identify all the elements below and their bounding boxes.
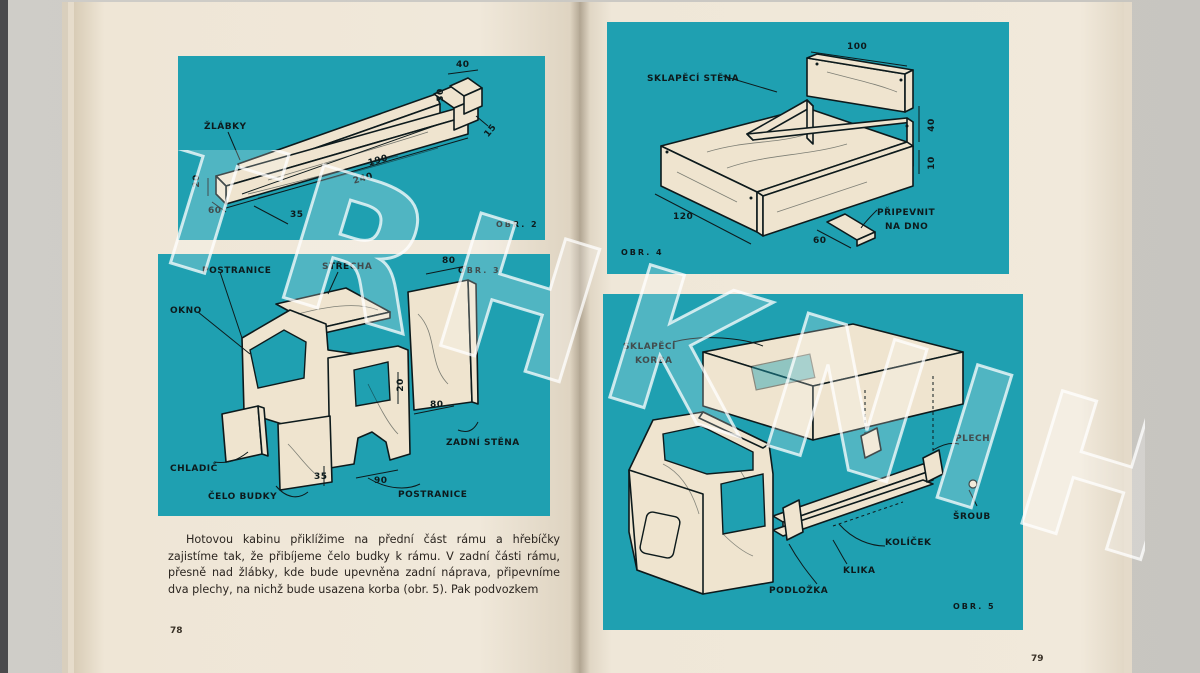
left-page: ŽLÁBKY 40 30 15 190 240 20 60 35 OBR. 2: [74, 2, 579, 673]
figure-4-caption: OBR. 4: [621, 248, 664, 257]
label-podlozka: PODLOŽKA: [769, 586, 829, 596]
open-book: ŽLÁBKY 40 30 15 190 240 20 60 35 OBR. 2: [74, 2, 1124, 673]
cab-illustration: [197, 265, 479, 498]
label-zlabky: ŽLÁBKY: [204, 122, 247, 132]
page-number-right: 79: [1031, 654, 1044, 664]
truck-illustration: [628, 323, 978, 595]
box-illustration: [654, 51, 920, 249]
dim-10-box: 10: [926, 156, 937, 170]
dim-80-top: 80: [442, 256, 456, 266]
figure-2-panel: ŽLÁBKY 40 30 15 190 240 20 60 35 OBR. 2: [178, 56, 545, 240]
dim-60: 60: [208, 206, 222, 216]
figure-3-panel: POSTRANICE STŘECHA OBR. 3 OKNO 80 20 80 …: [158, 254, 550, 516]
label-sklapeci-stena: SKLAPĚCÍ STĚNA: [647, 74, 740, 84]
right-page: SKLAPĚCÍ STĚNA 100 40 10 120 60 PŘIPEVNI…: [579, 2, 1124, 673]
label-postranice-bottom: POSTRANICE: [398, 490, 468, 500]
dim-100: 100: [847, 42, 868, 52]
label-plech: PLECH: [955, 434, 991, 444]
label-celo-budky: ČELO BUDKY: [208, 492, 278, 502]
label-kolicek: KOLÍČEK: [885, 538, 932, 548]
label-korba: KORBA: [635, 356, 673, 366]
body-paragraph: Hotovou kabinu přiklížime na přední část…: [168, 533, 560, 596]
leader-zlabky: [227, 131, 241, 161]
figure-4-panel: SKLAPĚCÍ STĚNA 100 40 10 120 60 PŘIPEVNI…: [607, 22, 1009, 274]
label-na-dno: NA DNO: [885, 222, 929, 232]
dim-20: 20: [191, 174, 202, 188]
dim-20-cab: 20: [395, 378, 406, 392]
book-gutter: [570, 2, 590, 673]
dim-80-bottom: 80: [430, 400, 444, 410]
dim-30: 30: [435, 88, 446, 102]
frame-illustration: [207, 69, 489, 225]
figure-5-caption: OBR. 5: [953, 602, 996, 611]
label-strecha: STŘECHA: [322, 262, 373, 272]
dim-40: 40: [456, 60, 470, 70]
dim-40-box: 40: [926, 118, 937, 132]
dim-120: 120: [673, 212, 694, 222]
label-sklapeci: SKLAPĚCÍ: [623, 342, 676, 352]
figure-5-panel: SKLAPĚCÍ KORBA PLECH ŠROUB KOLÍČEK KLIKA…: [603, 294, 1023, 630]
label-zadni-stena: ZADNÍ STĚNA: [446, 438, 520, 448]
page-number-left: 78: [170, 626, 183, 636]
label-klika: KLIKA: [843, 566, 876, 576]
figure-2-caption: OBR. 2: [496, 220, 539, 229]
body-text: Hotovou kabinu přiklížime na přední část…: [168, 532, 560, 598]
dim-35: 35: [290, 210, 304, 220]
label-sroub: ŠROUB: [953, 512, 991, 522]
label-chladic: CHLADIČ: [170, 464, 218, 474]
figure-3-caption: OBR. 3: [458, 266, 501, 275]
dim-60-box: 60: [813, 236, 827, 246]
label-pripevnit: PŘIPEVNIT: [877, 208, 936, 218]
dim-35-cab: 35: [314, 472, 328, 482]
label-okno: OKNO: [170, 306, 202, 316]
dim-90-cab: 90: [374, 476, 388, 486]
label-postranice-top: POSTRANICE: [202, 266, 272, 276]
